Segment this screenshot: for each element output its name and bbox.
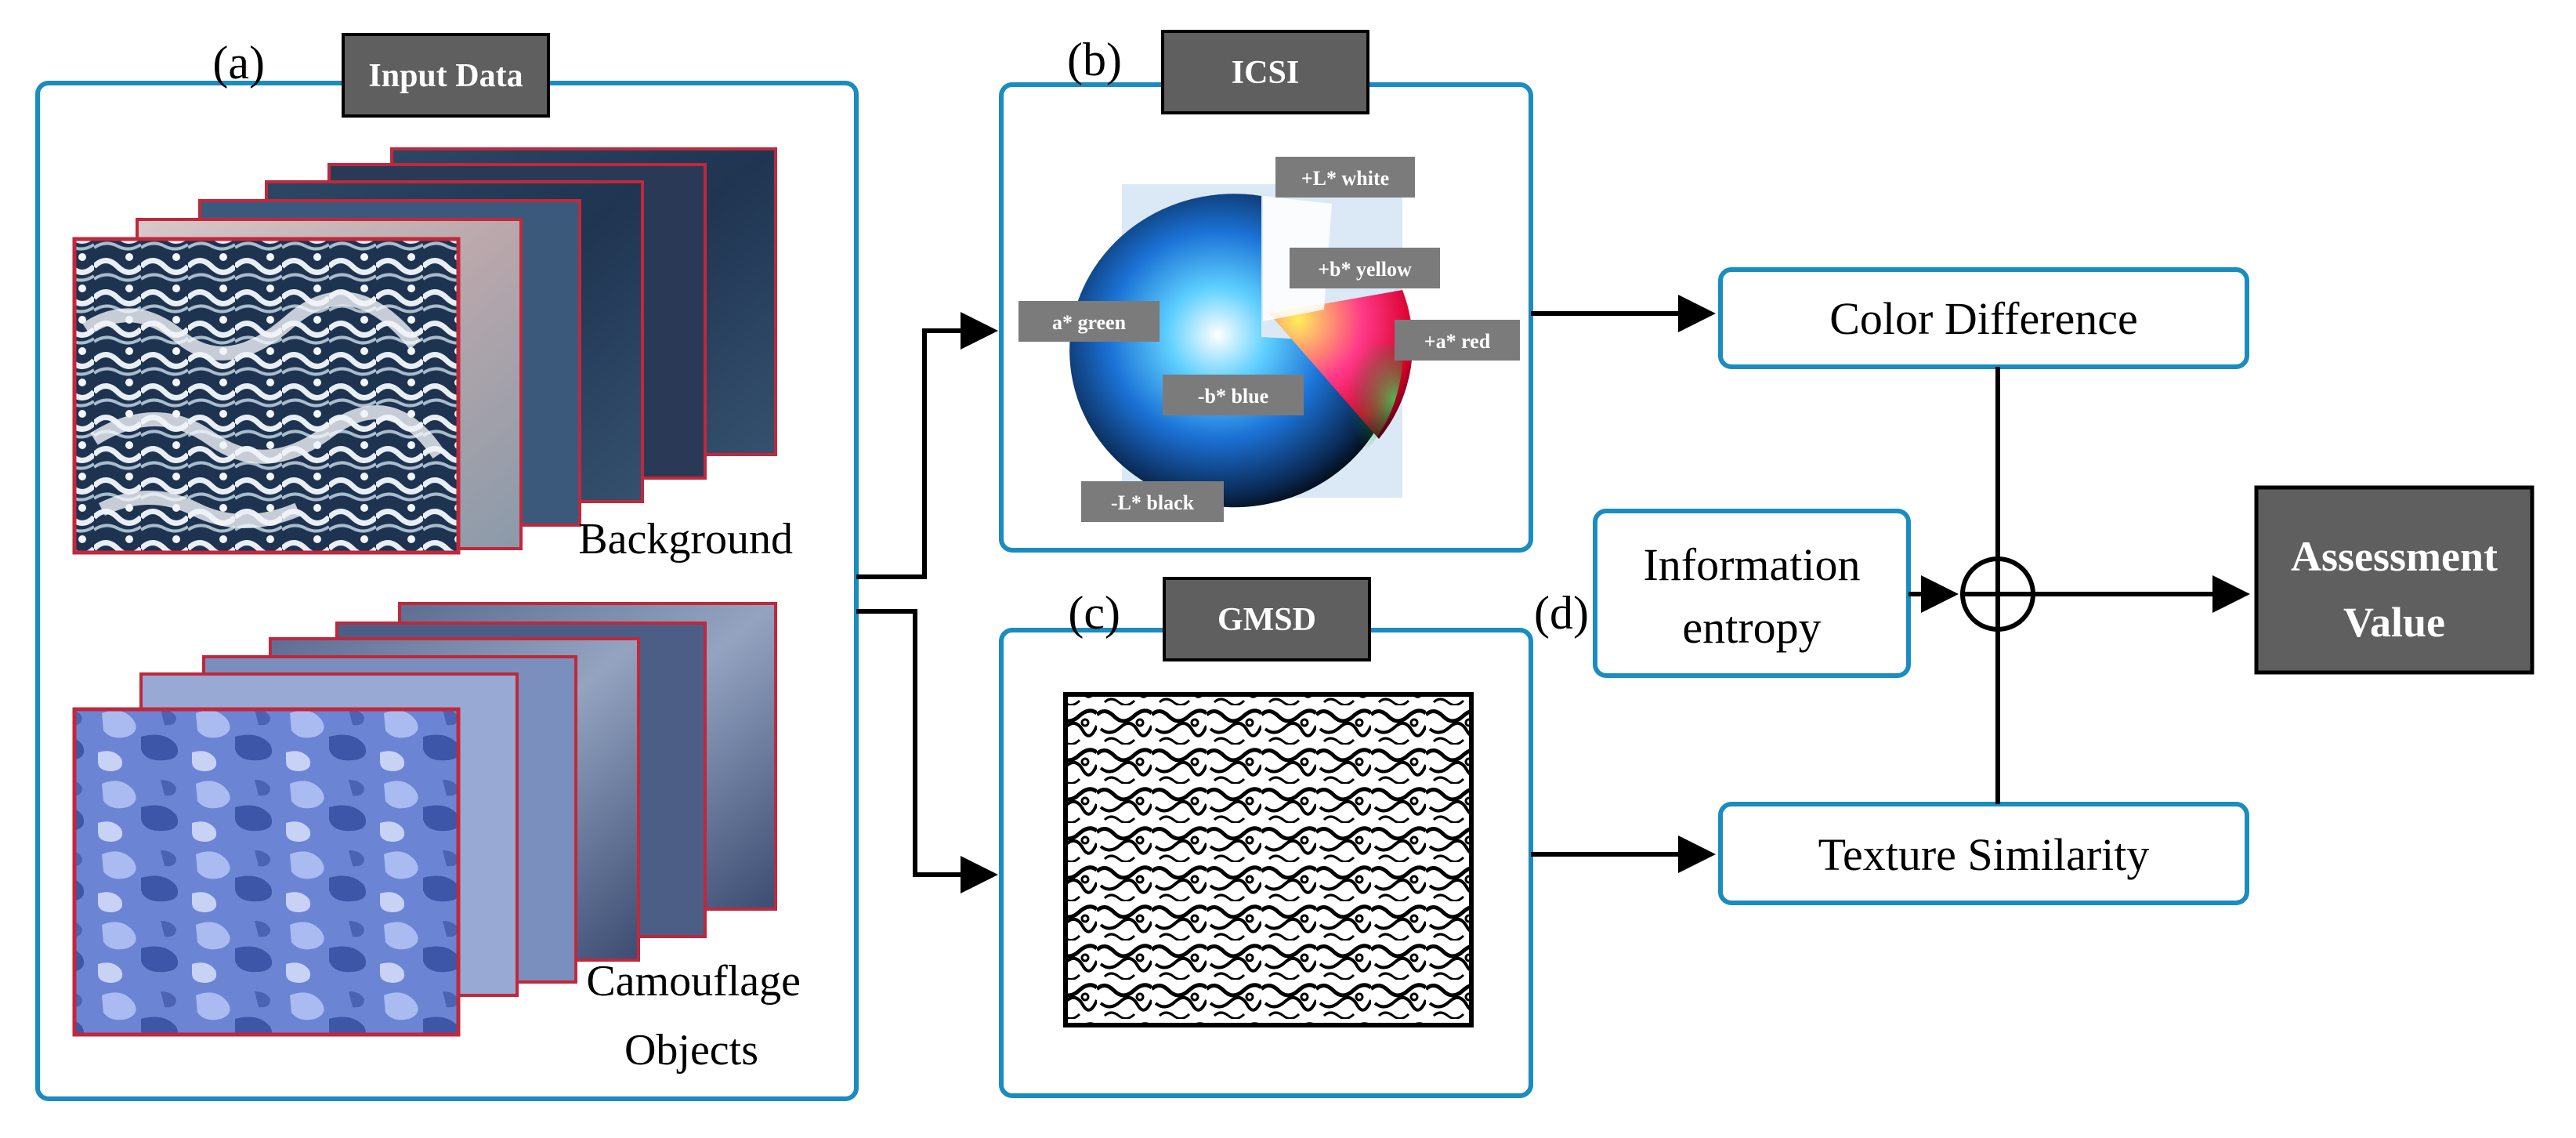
blue-axis-label: -b* blue xyxy=(1198,385,1268,408)
camouflage-label-line2: Objects xyxy=(624,1026,758,1075)
white-axis-label: +L* white xyxy=(1301,167,1389,190)
camouflage-image-1 xyxy=(72,707,461,1037)
assessment-value-line2: Value xyxy=(2343,599,2445,646)
gmsd-title: GMSD xyxy=(1217,602,1316,638)
camouflage-label-line1: Camouflage xyxy=(586,957,801,1006)
green-axis-tag xyxy=(1018,301,1160,342)
input-data-title: Input Data xyxy=(368,58,523,94)
texture-similarity-label: Texture Similarity xyxy=(1818,829,2150,880)
input-data-header xyxy=(342,33,550,118)
red-axis-label: +a* red xyxy=(1424,330,1491,353)
color-sphere xyxy=(1069,194,1399,508)
texture-similarity-box xyxy=(1718,802,2249,905)
yellow-axis-label: +b* yellow xyxy=(1318,258,1412,281)
black-axis-label: -L* black xyxy=(1111,491,1195,514)
panel-b-letter: (b) xyxy=(1067,34,1122,85)
black-axis-tag xyxy=(1081,481,1224,522)
yellow-axis-tag xyxy=(1290,248,1440,288)
foam-overlay xyxy=(82,292,445,528)
assessment-value-box xyxy=(2254,485,2534,675)
camouflage-image-stack xyxy=(72,602,777,1037)
background-label: Background xyxy=(578,515,793,564)
gradient-magnitude-map xyxy=(1063,692,1474,1027)
information-entropy-line1: Information xyxy=(1643,539,1860,590)
white-axis-tag xyxy=(1275,157,1415,198)
gmsd-header xyxy=(1163,577,1371,661)
color-difference-label: Color Difference xyxy=(1829,293,2137,344)
branch-to-gmsd-arrow xyxy=(856,609,998,893)
fusion-operator-icon xyxy=(1960,556,2035,632)
icsi-header xyxy=(1161,30,1369,114)
blue-axis-tag xyxy=(1163,375,1304,415)
assessment-value-line1: Assessment xyxy=(2291,533,2498,580)
red-axis-tag xyxy=(1395,320,1520,361)
panel-c-letter: (c) xyxy=(1068,587,1120,639)
icsi-title: ICSI xyxy=(1232,55,1299,91)
information-entropy-line2: entropy xyxy=(1682,602,1821,653)
panel-d-letter: (d) xyxy=(1534,587,1589,639)
branch-to-icsi-arrow xyxy=(856,312,998,579)
green-axis-label: a* green xyxy=(1052,311,1127,334)
green-edge xyxy=(1324,345,1403,455)
color-difference-box xyxy=(1718,267,2249,369)
background-image-stack xyxy=(72,147,777,555)
panel-a-letter: (a) xyxy=(212,37,265,89)
